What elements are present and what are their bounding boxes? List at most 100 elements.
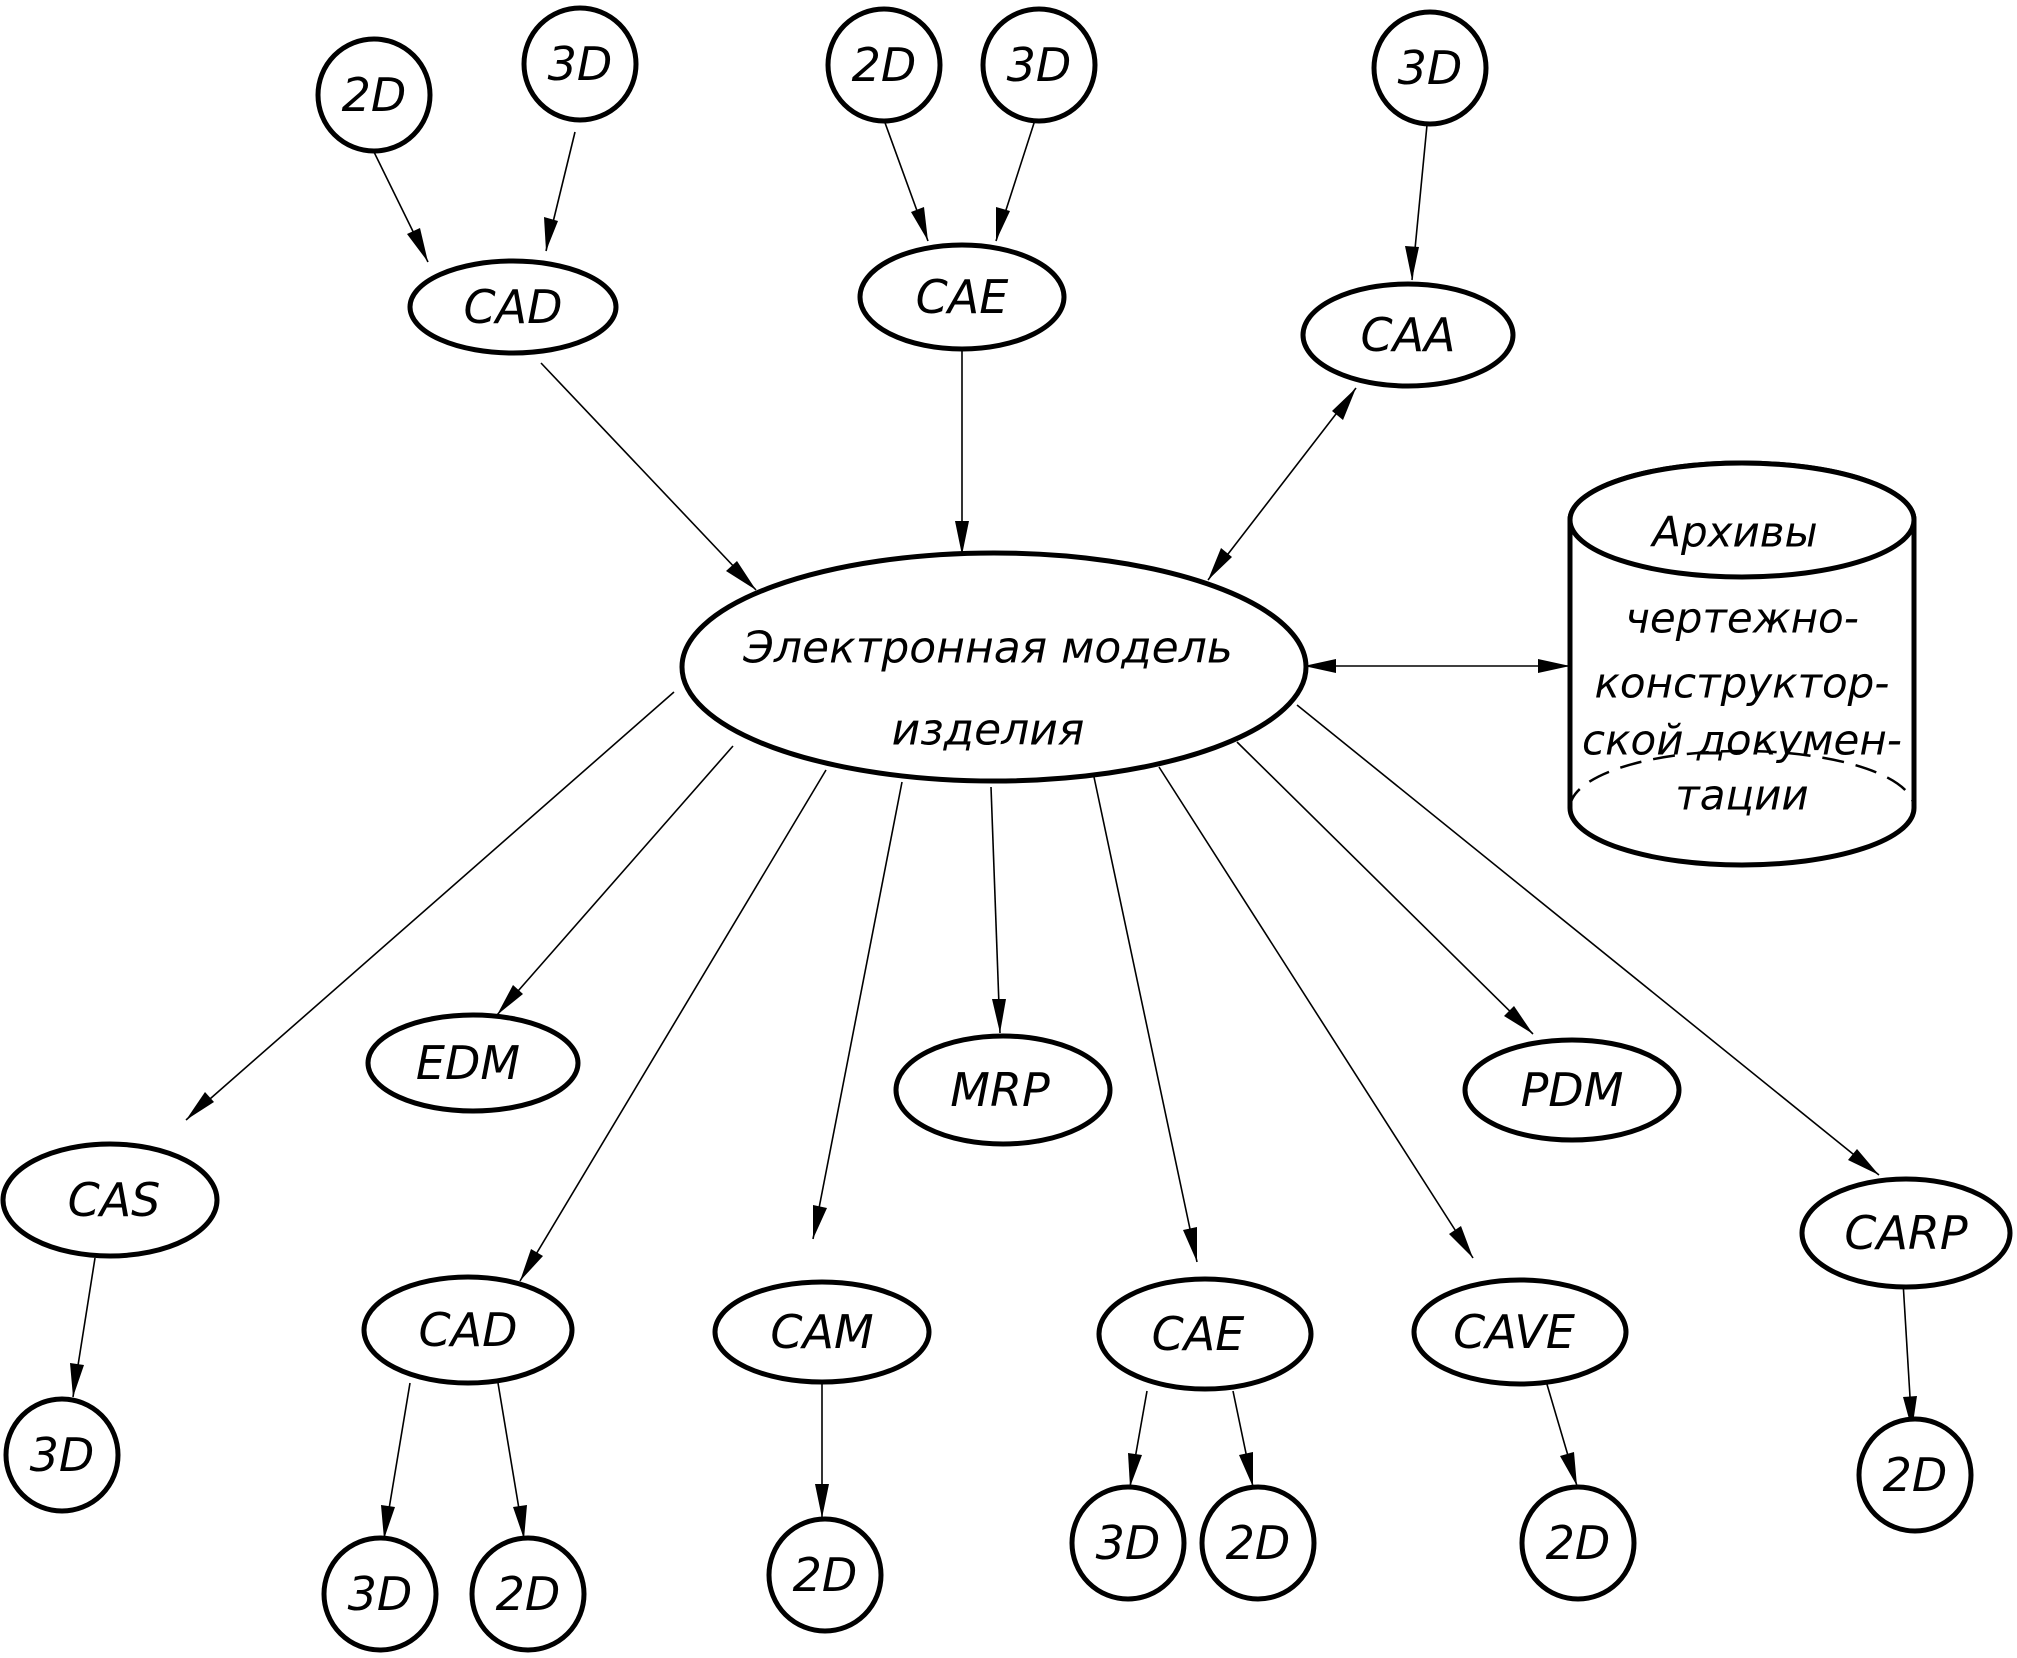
archive-database-cylinder[interactable]: Архивы чертежно- конструктор- ской докум… <box>1567 460 1917 868</box>
node-mrp[interactable]: MRP <box>893 1033 1113 1147</box>
node-cae[interactable]: CAE <box>1096 1276 1314 1392</box>
node-2d[interactable]: 2D <box>1199 1484 1317 1602</box>
edge-center-to-edm <box>496 745 734 1016</box>
circle-shape <box>825 6 943 124</box>
arrow-head <box>726 561 756 590</box>
node-cam[interactable]: CAM <box>712 1279 932 1385</box>
node-cad[interactable]: CAD <box>361 1274 575 1386</box>
edge-center-to-cave <box>1158 766 1474 1259</box>
node-label: 3D <box>1398 41 1463 95</box>
arrow-head <box>1208 548 1232 580</box>
circle-shape <box>321 1535 439 1653</box>
arrow-head <box>1304 659 1336 673</box>
node-2d[interactable]: 2D <box>1856 1416 1974 1534</box>
node-2d[interactable]: 2D <box>766 1516 884 1634</box>
node-label: CAVE <box>1453 1305 1575 1359</box>
node-label: 3D <box>1096 1516 1161 1570</box>
node-3d[interactable]: 3D <box>1069 1484 1187 1602</box>
edge-center-to-cae-bottom <box>1093 776 1198 1263</box>
ellipse-shape <box>1799 1176 2013 1290</box>
arrow-head <box>1183 1227 1197 1262</box>
node-3d[interactable]: 3D <box>3 1396 121 1514</box>
cylinder-top <box>1567 460 1917 580</box>
node-label: CAE <box>1152 1307 1245 1361</box>
arrow-head <box>815 1484 829 1518</box>
node-cas[interactable]: CAS <box>0 1141 220 1259</box>
circle-shape <box>521 5 639 123</box>
ellipse-shape <box>361 1274 575 1386</box>
archive-label-line-4: ской докумен- <box>1582 716 1902 765</box>
arrow-head <box>407 228 428 262</box>
arrow-head <box>1239 1452 1253 1487</box>
archive-label-line-3: конструктор- <box>1595 659 1890 708</box>
circle-shape <box>1519 1484 1637 1602</box>
archive-label-line-5: тации <box>1675 771 1808 820</box>
edge-center-to-cad-bottom <box>519 769 827 1282</box>
arrow-head <box>996 207 1010 241</box>
arrow-head <box>1538 659 1570 673</box>
node-2d[interactable]: 2D <box>315 36 433 154</box>
cylinder-hidden-edge <box>1568 749 1916 809</box>
arrow-head <box>1504 1006 1533 1034</box>
node-label: EDM <box>416 1036 520 1090</box>
ellipse-shape <box>712 1279 932 1385</box>
ellipse-shape <box>407 258 619 356</box>
node-label: CAD <box>418 1303 517 1357</box>
ellipse-shape <box>1096 1276 1314 1392</box>
ellipse-shape <box>1462 1037 1682 1143</box>
node-label: CARP <box>1844 1206 1968 1260</box>
edge-cad-to-center <box>540 362 757 591</box>
ellipse-shape <box>1411 1277 1629 1387</box>
node-label: 2D <box>1546 1516 1611 1570</box>
circle-shape <box>1199 1484 1317 1602</box>
node-carp[interactable]: CARP <box>1799 1176 2013 1290</box>
ellipse-shape <box>1300 281 1516 389</box>
edge-caa-center-bidirectional <box>1207 387 1357 581</box>
node-3d[interactable]: 3D <box>321 1535 439 1653</box>
arrow-head <box>513 1505 527 1539</box>
node-cae[interactable]: CAE <box>857 242 1067 352</box>
arrow-head <box>955 521 969 555</box>
node-label: CAA <box>1360 308 1455 362</box>
edge-center-to-cam <box>812 781 903 1240</box>
circle-shape <box>469 1535 587 1653</box>
node-label: PDM <box>1521 1063 1624 1117</box>
arrow-head <box>992 999 1006 1033</box>
circle-shape <box>980 6 1098 124</box>
arrow-head <box>1449 1226 1473 1258</box>
edge-center-to-cas <box>185 691 675 1121</box>
circle-shape <box>1069 1484 1187 1602</box>
node-cad[interactable]: CAD <box>407 258 619 356</box>
edges <box>70 119 1917 1540</box>
archive-label-line-2: чертежно- <box>1625 594 1859 643</box>
node-label: 3D <box>30 1428 95 1482</box>
node-caa[interactable]: CAA <box>1300 281 1516 389</box>
circle-shape <box>315 36 433 154</box>
ellipse-shape <box>893 1033 1113 1147</box>
arrow-head <box>520 1249 543 1281</box>
circle-shape <box>766 1516 884 1634</box>
node-pdm[interactable]: PDM <box>1462 1037 1682 1143</box>
ellipse-shape <box>857 242 1067 352</box>
arrow-head <box>1405 246 1419 280</box>
node-2d[interactable]: 2D <box>1519 1484 1637 1602</box>
node-label: 2D <box>342 68 407 122</box>
node-label: CAE <box>916 270 1009 324</box>
arrow-head <box>1332 388 1356 420</box>
node-cave[interactable]: CAVE <box>1411 1277 1629 1387</box>
node-product-model-center[interactable]: Электронная модель изделия <box>679 550 1309 784</box>
node-label: 3D <box>348 1567 413 1621</box>
node-edm[interactable]: EDM <box>365 1012 581 1114</box>
node-3d[interactable]: 3D <box>1371 9 1489 127</box>
node-3d[interactable]: 3D <box>980 6 1098 124</box>
arrow-head <box>70 1363 84 1397</box>
arrow-head <box>1848 1149 1879 1175</box>
ellipse-shape <box>679 550 1309 784</box>
node-2d[interactable]: 2D <box>825 6 943 124</box>
circle-shape <box>1371 9 1489 127</box>
node-2d[interactable]: 2D <box>469 1535 587 1653</box>
arrow-head <box>1560 1452 1577 1486</box>
node-3d[interactable]: 3D <box>521 5 639 123</box>
center-label-line-1: Электронная модель <box>742 623 1233 674</box>
arrow-head <box>381 1505 395 1539</box>
